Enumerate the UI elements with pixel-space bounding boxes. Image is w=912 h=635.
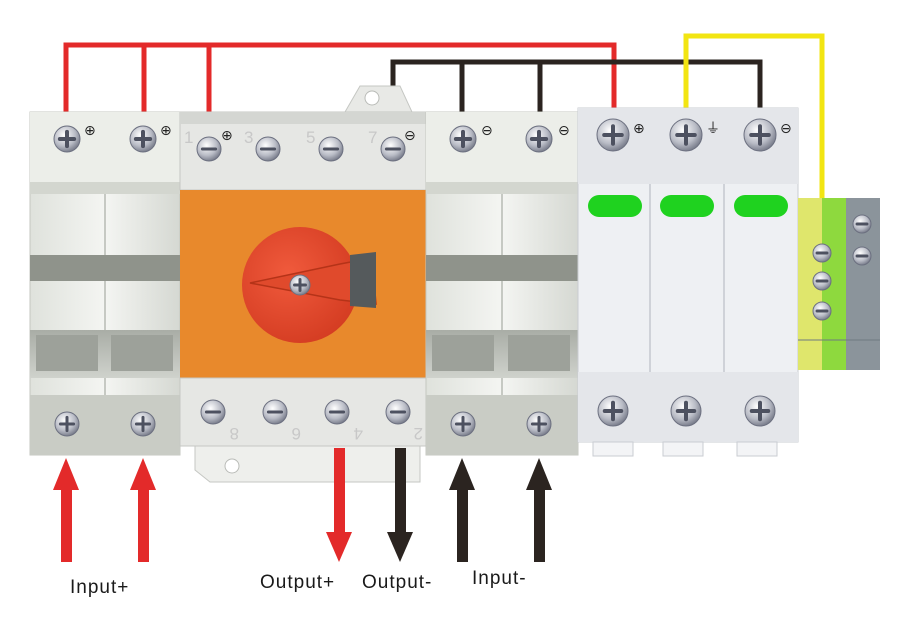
terminal-numbers-top: 1 3 5 7	[184, 128, 377, 147]
terminal-number-7: 7	[368, 128, 377, 147]
output-negative-label: Output-	[362, 572, 432, 593]
ground-screw-icon	[812, 271, 832, 291]
terminal-number-5: 5	[306, 128, 315, 147]
input-positive-arrow-2	[130, 458, 156, 562]
ground-screw-icon	[852, 214, 872, 234]
input-negative-arrow-1	[449, 458, 475, 562]
isolator-switch	[179, 85, 427, 483]
positive-wire-top	[63, 42, 617, 112]
terminal-screw-icon	[200, 399, 226, 425]
terminal-screw-icon	[262, 399, 288, 425]
terminal-screw-icon	[53, 125, 81, 153]
terminal-number-2: 2	[414, 424, 423, 443]
terminal-screw-icon	[318, 136, 344, 162]
terminal-number-3: 3	[244, 128, 253, 147]
indicator-3	[734, 195, 788, 217]
ground-symbol: ⏚	[706, 121, 720, 137]
plus-symbol: ⊕	[221, 128, 233, 144]
terminal-screw-icon	[669, 118, 703, 152]
terminal-screw-icon	[196, 136, 222, 162]
terminal-screw-icon	[324, 399, 350, 425]
terminal-screw-icon	[255, 136, 281, 162]
terminal-screw-icon	[597, 395, 629, 427]
terminal-screw-icon	[385, 399, 411, 425]
terminal-screw-icon	[596, 118, 630, 152]
terminal-screw-icon	[744, 395, 776, 427]
minus-symbol: ⊖	[558, 123, 570, 139]
connection-arrows	[53, 448, 552, 562]
terminal-screw-icon	[129, 125, 157, 153]
input-positive-arrow-1	[53, 458, 79, 562]
input-negative-arrow-2	[526, 458, 552, 562]
terminal-screw-icon	[526, 411, 552, 437]
terminal-numbers-bottom: 8 6 4 2	[230, 424, 423, 443]
minus-symbol: ⊖	[481, 123, 493, 139]
input-positive-breaker	[29, 111, 181, 456]
output-positive-arrow	[326, 448, 352, 562]
plus-symbol: ⊕	[633, 121, 645, 137]
indicator-1	[588, 195, 642, 217]
ground-screw-icon	[812, 301, 832, 321]
indicator-2	[660, 195, 714, 217]
terminal-screws	[53, 118, 872, 437]
polarity-symbols: ⊕ ⊕ ⊕ ⊖ ⊖ ⊖ ⊕ ⏚ ⊖	[84, 121, 792, 144]
minus-symbol: ⊖	[404, 128, 416, 144]
terminal-number-6: 6	[292, 424, 301, 443]
terminal-number-1: 1	[184, 128, 193, 147]
input-negative-label: Input-	[472, 568, 527, 589]
ground-screw-icon	[852, 246, 872, 266]
terminal-screw-icon	[743, 118, 777, 152]
input-positive-label: Input+	[70, 577, 129, 598]
output-negative-arrow	[387, 448, 413, 562]
negative-wire-top	[390, 59, 763, 112]
terminal-screw-icon	[670, 395, 702, 427]
terminal-screw-icon	[450, 411, 476, 437]
ground-wire	[683, 33, 825, 198]
plus-symbol: ⊕	[160, 123, 172, 139]
terminal-screw-icon	[380, 136, 406, 162]
minus-symbol: ⊖	[780, 121, 792, 137]
ground-screw-icon	[812, 243, 832, 263]
terminal-screw-icon	[54, 411, 80, 437]
output-positive-label: Output+	[260, 572, 335, 593]
terminal-screw-icon	[525, 125, 553, 153]
terminal-screw-icon	[449, 125, 477, 153]
terminal-number-4: 4	[354, 424, 363, 443]
knob-screw-icon	[289, 274, 311, 296]
terminal-number-8: 8	[230, 424, 239, 443]
input-negative-breaker	[425, 111, 579, 456]
plus-symbol: ⊕	[84, 123, 96, 139]
terminal-screw-icon	[130, 411, 156, 437]
